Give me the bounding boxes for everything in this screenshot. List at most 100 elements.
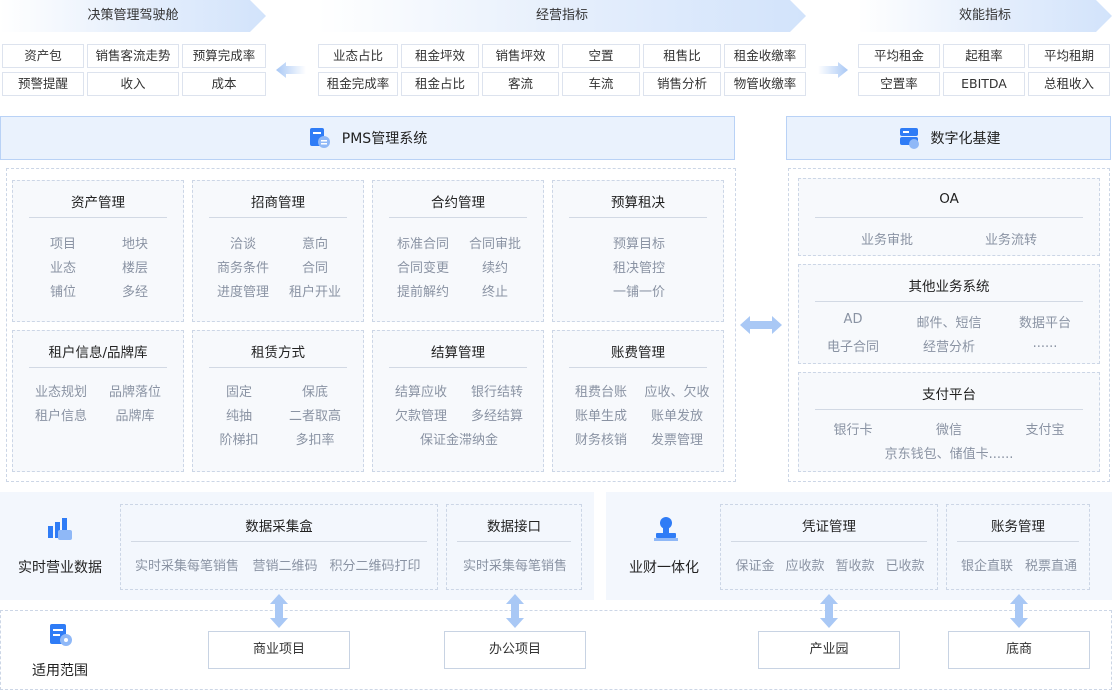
bar-chart-icon xyxy=(48,518,72,540)
document-icon xyxy=(50,624,72,646)
tag-efficiency: 总租收入 xyxy=(1028,72,1110,96)
card-item: 多经 xyxy=(121,285,149,300)
card-contract-management: 合约管理 标准合同 合同审批 合同变更 续约 提前解约 终止 xyxy=(372,180,544,322)
card-item: 合同审批 xyxy=(468,237,522,252)
pms-header: PMS管理系统 xyxy=(0,116,735,160)
card-item: 多经结算 xyxy=(470,409,524,424)
tag-operating: 租金占比 xyxy=(401,72,479,96)
card-data-interface: 数据接口 实时采集每笔销售 xyxy=(446,504,582,590)
scope-podium-retail: 底商 xyxy=(948,631,1090,669)
card-item: 发票管理 xyxy=(650,433,704,448)
card-asset-management: 资产管理 项目 地块 业态 楼层 铺位 多经 xyxy=(12,180,184,322)
divider xyxy=(457,541,571,542)
card-item: 固定 xyxy=(225,385,253,400)
card-item: 邮件、短信 xyxy=(916,316,982,331)
card-item: 标准合同 xyxy=(396,237,450,252)
divider xyxy=(389,367,527,368)
tag-efficiency: 平均租金 xyxy=(858,44,940,68)
pms-system-icon xyxy=(309,128,330,148)
card-item: 终止 xyxy=(481,285,509,300)
card-item: 提前解约 xyxy=(396,285,450,300)
card-title: 账费管理 xyxy=(611,345,665,361)
tag-decision: 预警提醒 xyxy=(2,72,84,96)
card-leasing-management: 招商管理 洽谈 意向 商务条件 合同 进度管理 租户开业 xyxy=(192,180,364,322)
card-item: 一铺一价 xyxy=(612,285,666,300)
card-item: 电子合同 xyxy=(826,340,880,355)
card-budget-rent-decision: 预算租决 预算目标 租决管控 一铺一价 xyxy=(552,180,724,322)
card-item: 租户开业 xyxy=(288,285,342,300)
card-item: 银企直联 xyxy=(960,559,1014,574)
card-item: 微信 xyxy=(935,423,963,438)
scope-industrial-park: 产业园 xyxy=(758,631,900,669)
divider xyxy=(209,367,347,368)
card-item: 已收款 xyxy=(885,559,925,574)
digital-infra-area xyxy=(788,168,1110,482)
tag-decision: 销售客流走势 xyxy=(87,44,179,68)
divider xyxy=(389,217,527,218)
card-item: 品牌落位 xyxy=(108,385,162,400)
tag-operating: 空置 xyxy=(562,44,640,68)
divider xyxy=(731,541,927,542)
card-item: 京东钱包、储值卡...... xyxy=(884,447,1014,462)
card-title: 资产管理 xyxy=(71,195,125,211)
card-accounting-management: 账务管理 银企直联 税票直通 xyxy=(946,504,1090,590)
card-title: 结算管理 xyxy=(431,345,485,361)
card-item: 保底 xyxy=(301,385,329,400)
card-oa: OA 业务审批 业务流转 xyxy=(798,178,1100,256)
vertical-double-arrow-icon xyxy=(1010,594,1028,628)
ribbon-efficiency-indicators: 效能指标 xyxy=(958,8,1011,23)
arrow-right-icon xyxy=(818,62,848,78)
card-voucher-management: 凭证管理 保证金 应收款 暂收款 已收款 xyxy=(720,504,938,590)
divider xyxy=(569,367,707,368)
card-other-business-systems: 其他业务系统 AD 邮件、短信 数据平台 电子合同 经营分析 ...... xyxy=(798,264,1100,364)
card-item: 业态规划 xyxy=(34,385,88,400)
divider xyxy=(569,217,707,218)
divider xyxy=(815,301,1083,302)
card-settlement-management: 结算管理 结算应收 银行结转 欠款管理 多经结算 保证金滞纳金 xyxy=(372,330,544,472)
card-item: 项目 xyxy=(49,237,77,252)
card-item: 保证金滞纳金 xyxy=(419,433,499,448)
card-title: 其他业务系统 xyxy=(908,279,990,295)
card-item: 续约 xyxy=(481,261,509,276)
card-item: 保证金 xyxy=(735,559,775,574)
scope-commercial-project: 商业项目 xyxy=(208,631,350,669)
ribbon-decision-cockpit: 决策管理驾驶舱 xyxy=(87,8,179,23)
card-item: 应收、欠收 xyxy=(644,385,710,400)
card-item: 业务流转 xyxy=(984,233,1038,248)
card-item: 暂收款 xyxy=(835,559,875,574)
card-item: 二者取高 xyxy=(288,409,342,424)
card-title: 数据接口 xyxy=(487,519,541,535)
card-title: 招商管理 xyxy=(251,195,305,211)
card-item: 预算目标 xyxy=(612,237,666,252)
card-item: 账单生成 xyxy=(574,409,628,424)
cloud-server-icon xyxy=(899,128,919,149)
pms-title: PMS管理系统 xyxy=(341,131,428,147)
card-item: 纯抽 xyxy=(225,409,253,424)
tag-operating: 租金坪效 xyxy=(401,44,479,68)
tag-efficiency: EBITDA xyxy=(943,72,1025,96)
card-item: 铺位 xyxy=(49,285,77,300)
divider xyxy=(209,217,347,218)
card-item: 实时采集每笔销售 xyxy=(134,559,240,574)
card-data-collection-box: 数据采集盒 实时采集每笔销售 营销二维码 积分二维码打印 xyxy=(120,504,438,590)
card-item: 多扣率 xyxy=(295,433,335,448)
arrow-left-icon xyxy=(276,62,306,78)
stamp-icon xyxy=(654,517,678,541)
tag-operating: 车流 xyxy=(562,72,640,96)
vertical-double-arrow-icon xyxy=(270,594,288,628)
card-title: OA xyxy=(939,191,959,207)
tag-decision: 成本 xyxy=(182,72,266,96)
card-lease-type: 租赁方式 固定 保底 纯抽 二者取高 阶梯扣 多扣率 xyxy=(192,330,364,472)
vertical-double-arrow-icon xyxy=(506,594,524,628)
card-item: 洽谈 xyxy=(229,237,257,252)
tag-decision: 预算完成率 xyxy=(182,44,266,68)
card-item: 应收款 xyxy=(785,559,825,574)
card-item: ...... xyxy=(1032,336,1058,351)
tag-operating: 租金收缴率 xyxy=(724,44,806,68)
card-item: 进度管理 xyxy=(216,285,270,300)
card-title: 租赁方式 xyxy=(251,345,305,361)
divider xyxy=(957,541,1079,542)
ribbon-operating-indicators: 经营指标 xyxy=(535,8,588,23)
card-item: 结算应收 xyxy=(394,385,448,400)
scope-label: 适用范围 xyxy=(32,663,88,679)
